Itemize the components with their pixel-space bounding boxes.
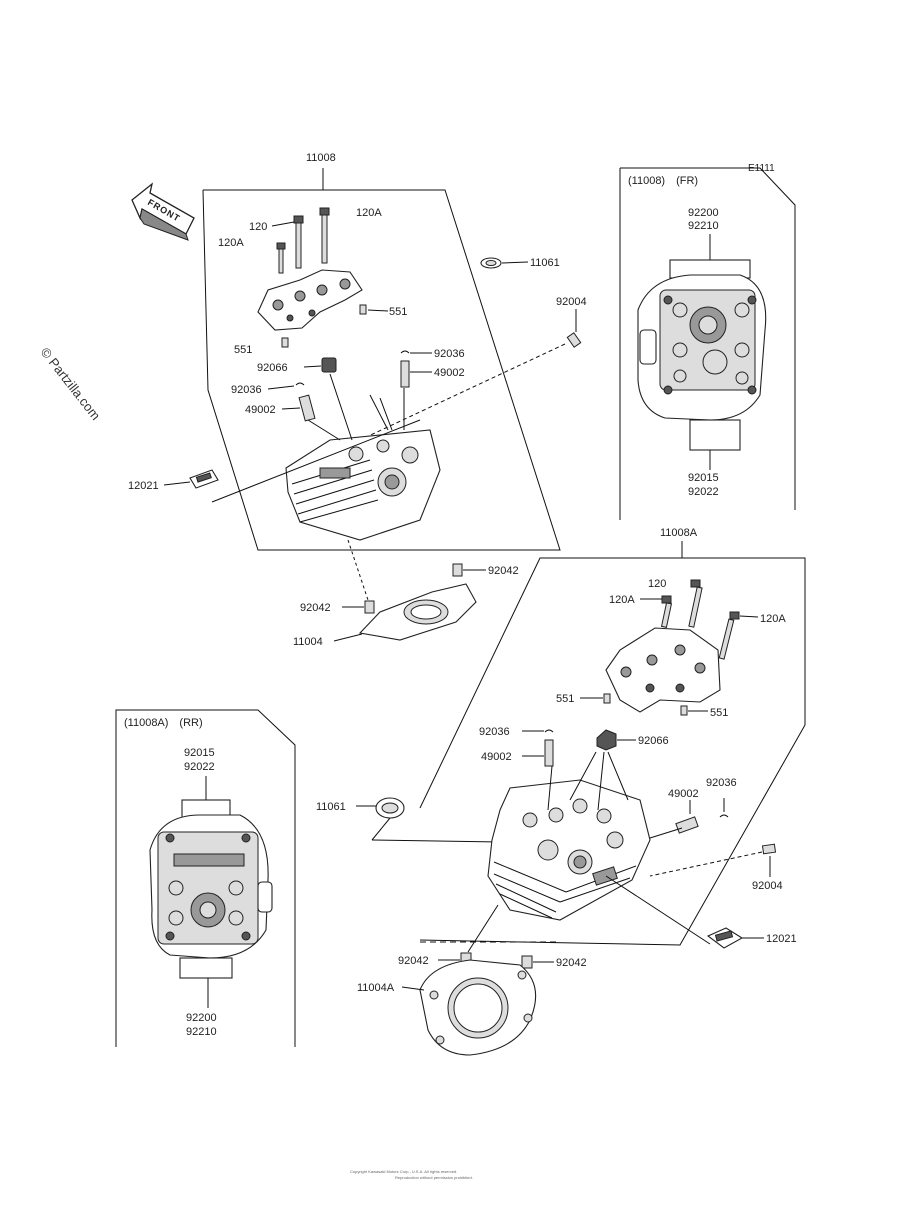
label-120a-left[interactable]: 120A (218, 237, 244, 249)
label-551-right[interactable]: 551 (389, 306, 407, 318)
inset-rear-bottom-label-1[interactable]: 92200 (186, 1012, 217, 1024)
label-49002-rear-top[interactable]: 49002 (481, 751, 512, 763)
gasket-11004a-rear[interactable] (419, 959, 537, 1056)
plug-92066-front[interactable] (321, 357, 337, 373)
pin-92042-rear-right[interactable] (521, 955, 533, 969)
rear-head-assembly: 11008A 120 120A 120A (316, 527, 806, 1056)
assembly-label-11008[interactable]: 11008 (306, 152, 336, 164)
cylinder-head-rear[interactable] (487, 779, 651, 921)
label-92066-rear[interactable]: 92066 (638, 735, 669, 747)
label-12021[interactable]: 12021 (128, 480, 159, 492)
label-92036-left[interactable]: 92036 (231, 384, 262, 396)
inset-front: (11008) (FR) 92200 92210 92015 92022 (619, 167, 796, 520)
dowel-551-front-right[interactable] (359, 304, 367, 315)
clip-92036-rear-right[interactable] (719, 814, 729, 818)
cylinder-head-front[interactable] (285, 429, 441, 541)
label-49002-right[interactable]: 49002 (434, 367, 465, 379)
label-92036-rear-top[interactable]: 92036 (479, 726, 510, 738)
label-120[interactable]: 120 (249, 221, 267, 233)
label-120-rear[interactable]: 120 (648, 578, 666, 590)
label-11004a[interactable]: 11004A (357, 982, 395, 994)
inset-rear: (11008A) (RR) 92015 92022 92200 92210 (115, 709, 296, 1047)
inset-front-title: (11008) (FR) (628, 175, 698, 187)
assembly-label-11008a[interactable]: 11008A (660, 527, 698, 539)
label-12021-rear[interactable]: 12021 (766, 933, 797, 945)
front-head-assembly: 11008 120 120A 120A (128, 152, 587, 648)
watermark: © Partzilla.com (38, 345, 104, 423)
inset-front-top-label-1[interactable]: 92200 (688, 207, 719, 219)
clip-92036-rear-top[interactable] (544, 729, 554, 733)
bolt-120a-rear-right[interactable] (718, 611, 740, 660)
inset-rear-top-label-1[interactable]: 92015 (184, 747, 215, 759)
label-92042-right[interactable]: 92042 (488, 565, 519, 577)
cam-holder-front[interactable] (257, 269, 363, 331)
pin-92042-front-left[interactable] (364, 600, 375, 614)
bolt-120a-rear-left[interactable] (660, 595, 673, 628)
bolt-120a-front[interactable] (319, 207, 330, 264)
seal-11061-rear[interactable] (375, 797, 405, 819)
inset-rear-head-topview[interactable] (149, 799, 273, 979)
label-92042-left[interactable]: 92042 (300, 602, 331, 614)
guide-49002-rear-top[interactable] (544, 739, 554, 767)
bolt-120-front[interactable] (293, 215, 304, 269)
clip-92036-front-left[interactable] (295, 382, 305, 386)
inset-front-head-topview[interactable] (637, 259, 767, 451)
guide-49002-front-left[interactable] (298, 394, 316, 422)
assembly-frame (202, 189, 561, 551)
label-92004[interactable]: 92004 (556, 296, 587, 308)
footer-line-1: Copyright Kawasaki Motors Corp., U.S.A. … (350, 1169, 457, 1174)
label-120a-rear-left[interactable]: 120A (609, 594, 635, 606)
inset-front-top-label-2[interactable]: 92210 (688, 220, 719, 232)
label-551-rear-right[interactable]: 551 (710, 707, 728, 719)
bolt-120a-front-left[interactable] (276, 242, 286, 274)
seal-11061-front[interactable] (480, 257, 502, 269)
label-11004[interactable]: 11004 (293, 636, 323, 648)
front-arrow-icon: FRONT (131, 182, 195, 241)
inset-front-bottom-label-1[interactable]: 92015 (688, 472, 719, 484)
footer-line-2: Reproduction without permission prohibit… (395, 1175, 473, 1180)
label-49002-left[interactable]: 49002 (245, 404, 276, 416)
label-92042-rear-right[interactable]: 92042 (556, 957, 587, 969)
inset-rear-bottom-label-2[interactable]: 92210 (186, 1026, 217, 1038)
cap-12021-rear[interactable] (706, 927, 744, 949)
label-120a-top[interactable]: 120A (356, 207, 382, 219)
rear-assembly-frame (419, 557, 806, 946)
label-551-rear-left[interactable]: 551 (556, 693, 574, 705)
label-92066[interactable]: 92066 (257, 362, 288, 374)
label-11061[interactable]: 11061 (530, 257, 560, 269)
label-92036-rear-right[interactable]: 92036 (706, 777, 737, 789)
front-head-leaders (307, 373, 405, 441)
guide-49002-front-right[interactable] (400, 360, 410, 388)
stud-92004-rear[interactable] (761, 843, 777, 855)
pin-92042-front-right[interactable] (452, 563, 463, 577)
rear-head-leaders (547, 751, 683, 839)
inset-rear-top-label-2[interactable]: 92022 (184, 761, 215, 773)
diagram-code: E1111 (748, 163, 775, 174)
label-11061-rear[interactable]: 11061 (316, 801, 346, 813)
label-92042-rear-left[interactable]: 92042 (398, 955, 429, 967)
inset-front-bottom-label-2[interactable]: 92022 (688, 486, 719, 498)
cap-12021-front[interactable] (189, 469, 219, 489)
label-551-left[interactable]: 551 (234, 344, 252, 356)
label-49002-rear-right[interactable]: 49002 (668, 788, 699, 800)
label-92004-rear[interactable]: 92004 (752, 880, 783, 892)
clip-92036-front-right[interactable] (400, 350, 410, 354)
bolt-120-rear[interactable] (688, 579, 703, 628)
dowel-551-rear-left[interactable] (603, 693, 611, 704)
dowel-551-rear-right[interactable] (680, 705, 688, 716)
gasket-11004-front[interactable] (358, 583, 477, 641)
dowel-551-front-left[interactable] (281, 337, 289, 348)
cam-holder-rear[interactable] (605, 627, 721, 713)
stud-92004-front[interactable] (566, 332, 582, 348)
inset-rear-title: (11008A) (RR) (124, 717, 203, 729)
label-92036-right[interactable]: 92036 (434, 348, 465, 360)
guide-49002-rear-right[interactable] (675, 816, 699, 834)
label-120a-rear-right[interactable]: 120A (760, 613, 786, 625)
plug-92066-rear[interactable] (596, 729, 617, 751)
